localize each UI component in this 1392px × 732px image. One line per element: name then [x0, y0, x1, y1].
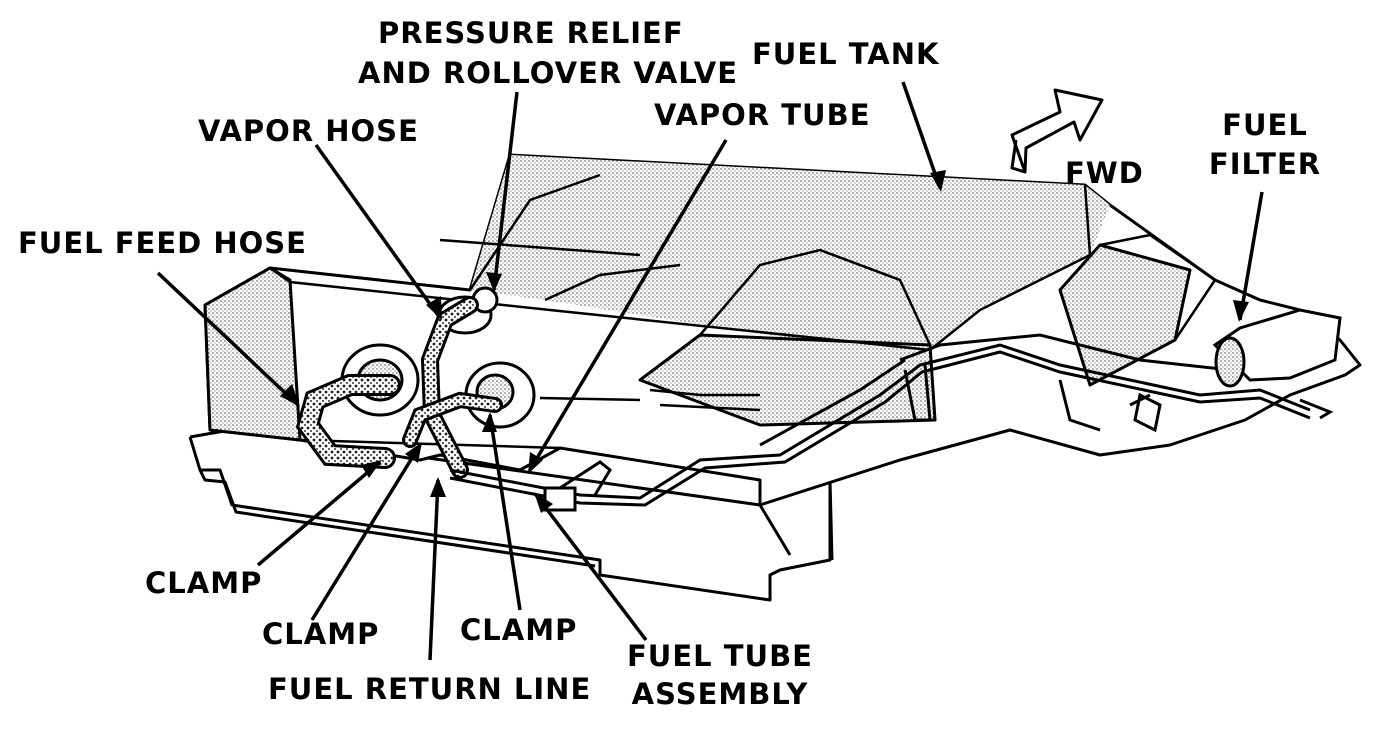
label-fwd: FWD	[1065, 156, 1144, 190]
label-pressure-relief-line1: PRESSURE RELIEF	[378, 16, 684, 50]
label-fuel-tank: FUEL TANK	[752, 37, 940, 71]
label-vapor-hose: VAPOR HOSE	[198, 114, 419, 148]
label-pressure-relief-line2: AND ROLLOVER VALVE	[358, 56, 739, 90]
tank-contours	[269, 173, 1217, 450]
hoses	[295, 296, 503, 479]
label-fuel-feed-hose: FUEL FEED HOSE	[18, 226, 307, 260]
label-fuel-filter-line1: FUEL	[1222, 108, 1308, 142]
fuel-filter	[1129, 308, 1342, 433]
label-clamp-1: CLAMP	[145, 566, 263, 600]
label-fuel-filter-line2: FILTER	[1208, 147, 1322, 181]
label-vapor-tube: VAPOR TUBE	[654, 98, 871, 132]
label-fuel-tube-line2: ASSEMBLY	[631, 677, 809, 711]
fwd-arrow-icon	[1010, 88, 1104, 174]
label-clamp-3: CLAMP	[460, 613, 578, 647]
leader-arrowheads	[280, 170, 1249, 513]
leader-lines	[156, 81, 1264, 661]
label-fuel-return-line: FUEL RETURN LINE	[268, 672, 592, 706]
label-clamp-2: CLAMP	[262, 617, 380, 651]
label-fuel-tube-line1: FUEL TUBE	[627, 639, 813, 673]
fuel-tube-assembly	[449, 328, 1311, 512]
